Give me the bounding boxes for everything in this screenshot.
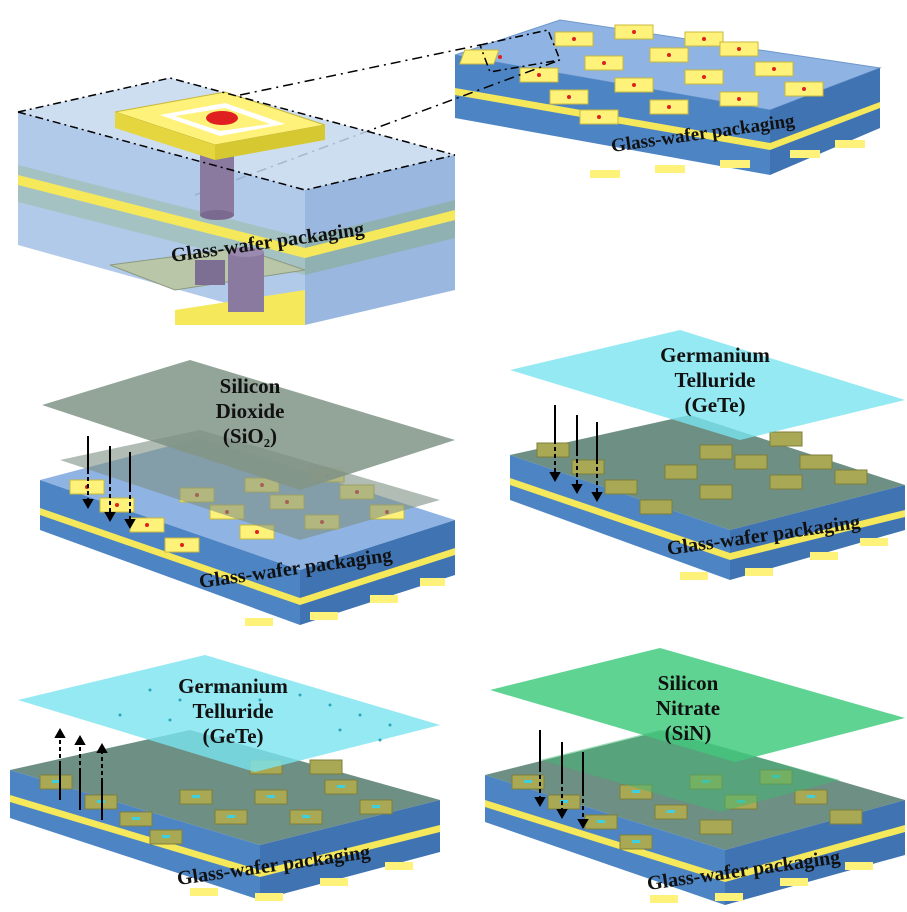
step-sin: Silicon Nitrate (SiN) Glass-wafer packag… (485, 648, 905, 905)
gete-liftoff-label-line3: (GeTe) (202, 724, 263, 748)
sin-label-line1: Silicon (658, 671, 719, 695)
gete-deposit-label-line1: Germanium (660, 343, 770, 367)
sin-label-line2: Nitrate (656, 696, 720, 720)
sio2-label-line2: Dioxide (216, 399, 285, 423)
sin-label-line3: (SiN) (665, 721, 712, 745)
downward-arrow-icon (82, 436, 136, 530)
gete-deposit-label-line2: Telluride (675, 368, 756, 392)
sin-layer (490, 648, 905, 762)
gete-liftoff-label-line2: Telluride (193, 699, 274, 723)
sio2-layer (42, 360, 455, 490)
step-gete-liftoff: Germanium Telluride (GeTe) Glass-wafer p… (10, 655, 440, 901)
gete-layer-liftoff (18, 655, 440, 772)
downward-arrow-icon (549, 405, 603, 503)
via-cylinder-lower (228, 252, 264, 312)
sio2-label-line1: Silicon (220, 374, 281, 398)
zoom-connector (194, 44, 561, 196)
sio2-label-line3: (SiO₂) (223, 424, 277, 448)
gete-deposit-label-line3: (GeTe) (684, 393, 745, 417)
wafer-array-top: Glass-wafer packaging (454, 19, 882, 178)
via-cylinder-upper (200, 155, 234, 215)
step-gete-deposit: Germanium Telluride (GeTe) Glass-wafer p… (510, 330, 905, 580)
downward-arrow-icon (534, 730, 589, 830)
gete-layer-deposit (510, 330, 905, 440)
center-contact (206, 111, 238, 125)
step-sio2: Silicon Dioxide (SiO₂) Glass-wafer packa… (40, 360, 455, 626)
single-cell-cutaway: Glass-wafer packaging (17, 77, 456, 325)
upward-arrow-icon (54, 727, 108, 820)
gete-liftoff-label-line1: Germanium (178, 674, 288, 698)
